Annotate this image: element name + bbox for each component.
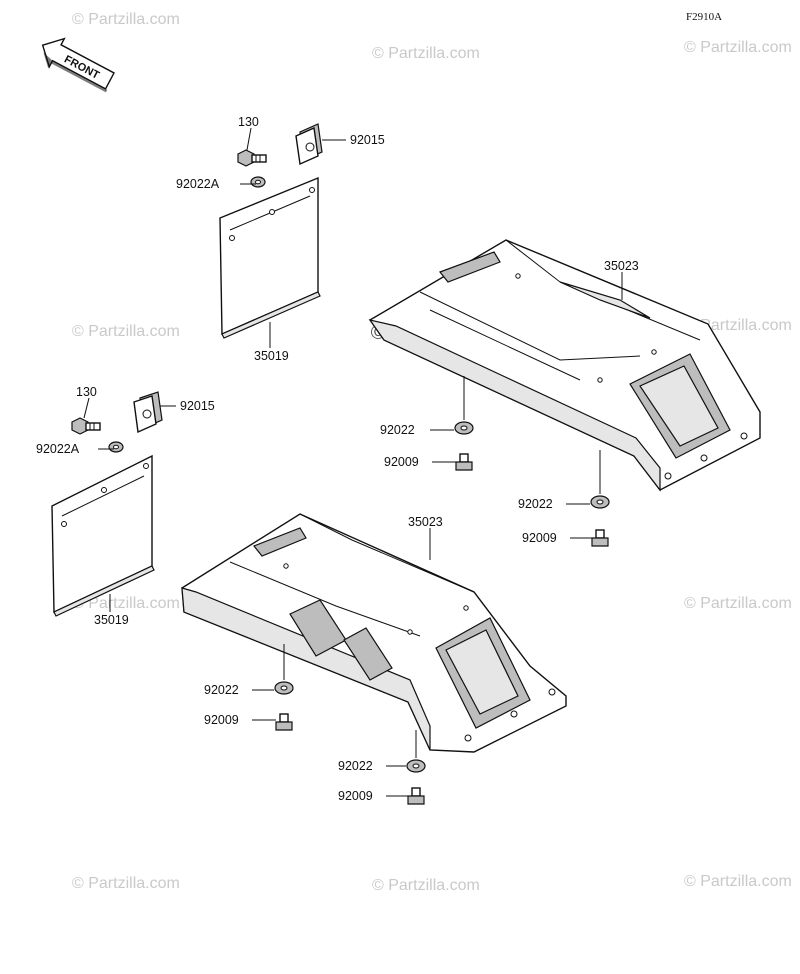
watermark: © Partzilla.com [684, 873, 792, 890]
watermark: © Partzilla.com [372, 45, 480, 62]
watermark: © Partzilla.com [72, 595, 180, 612]
bolt-icon [275, 713, 293, 731]
upper-flap-assembly: 130 92015 92022A 35019 [176, 115, 385, 363]
part-label-92022: 92022 [518, 497, 553, 511]
bolt-icon [71, 417, 101, 435]
bolt-icon [237, 149, 267, 167]
front-arrow-icon: FRONT [41, 37, 115, 93]
part-label-92015: 92015 [350, 133, 385, 147]
bolt-icon [455, 453, 473, 471]
part-label-92022: 92022 [380, 423, 415, 437]
lower-flap-assembly: 130 92015 92022A 35019 [36, 385, 215, 627]
clip-icon [133, 391, 163, 434]
part-label-35019: 35019 [94, 613, 129, 627]
part-label-92015: 92015 [180, 399, 215, 413]
clip-icon [295, 123, 323, 166]
part-label-92022: 92022 [204, 683, 239, 697]
part-label-130: 130 [238, 115, 259, 129]
part-label-92009: 92009 [384, 455, 419, 469]
part-label-92022: 92022 [338, 759, 373, 773]
watermark: © Partzilla.com [372, 877, 480, 894]
mud-flap-icon [219, 176, 321, 339]
bolt-icon [407, 787, 425, 805]
watermark: © Partzilla.com [684, 595, 792, 612]
part-label-92022a: 92022A [176, 177, 220, 191]
part-label-35023: 35023 [604, 259, 639, 273]
watermark: © Partzilla.com [72, 323, 180, 340]
part-label-130: 130 [76, 385, 97, 399]
mud-flap-icon [51, 454, 155, 617]
part-label-35023: 35023 [408, 515, 443, 529]
part-label-92009: 92009 [338, 789, 373, 803]
part-label-92009: 92009 [522, 531, 557, 545]
watermark: © Partzilla.com [684, 39, 792, 56]
part-label-92022a: 92022A [36, 442, 80, 456]
rear-guard-icon [181, 513, 567, 753]
lower-guard-assembly: 35023 92022 92009 92022 92009 [181, 513, 567, 805]
watermark: © Partzilla.com [72, 875, 180, 892]
upper-guard-assembly: 35023 92022 92009 92022 92009 [368, 239, 761, 547]
rear-guard-icon [368, 239, 761, 492]
part-label-92009: 92009 [204, 713, 239, 727]
bolt-icon [591, 529, 609, 547]
watermark: © Partzilla.com [72, 11, 180, 28]
diagram-code: F2910A [686, 11, 722, 23]
part-label-35019: 35019 [254, 349, 289, 363]
